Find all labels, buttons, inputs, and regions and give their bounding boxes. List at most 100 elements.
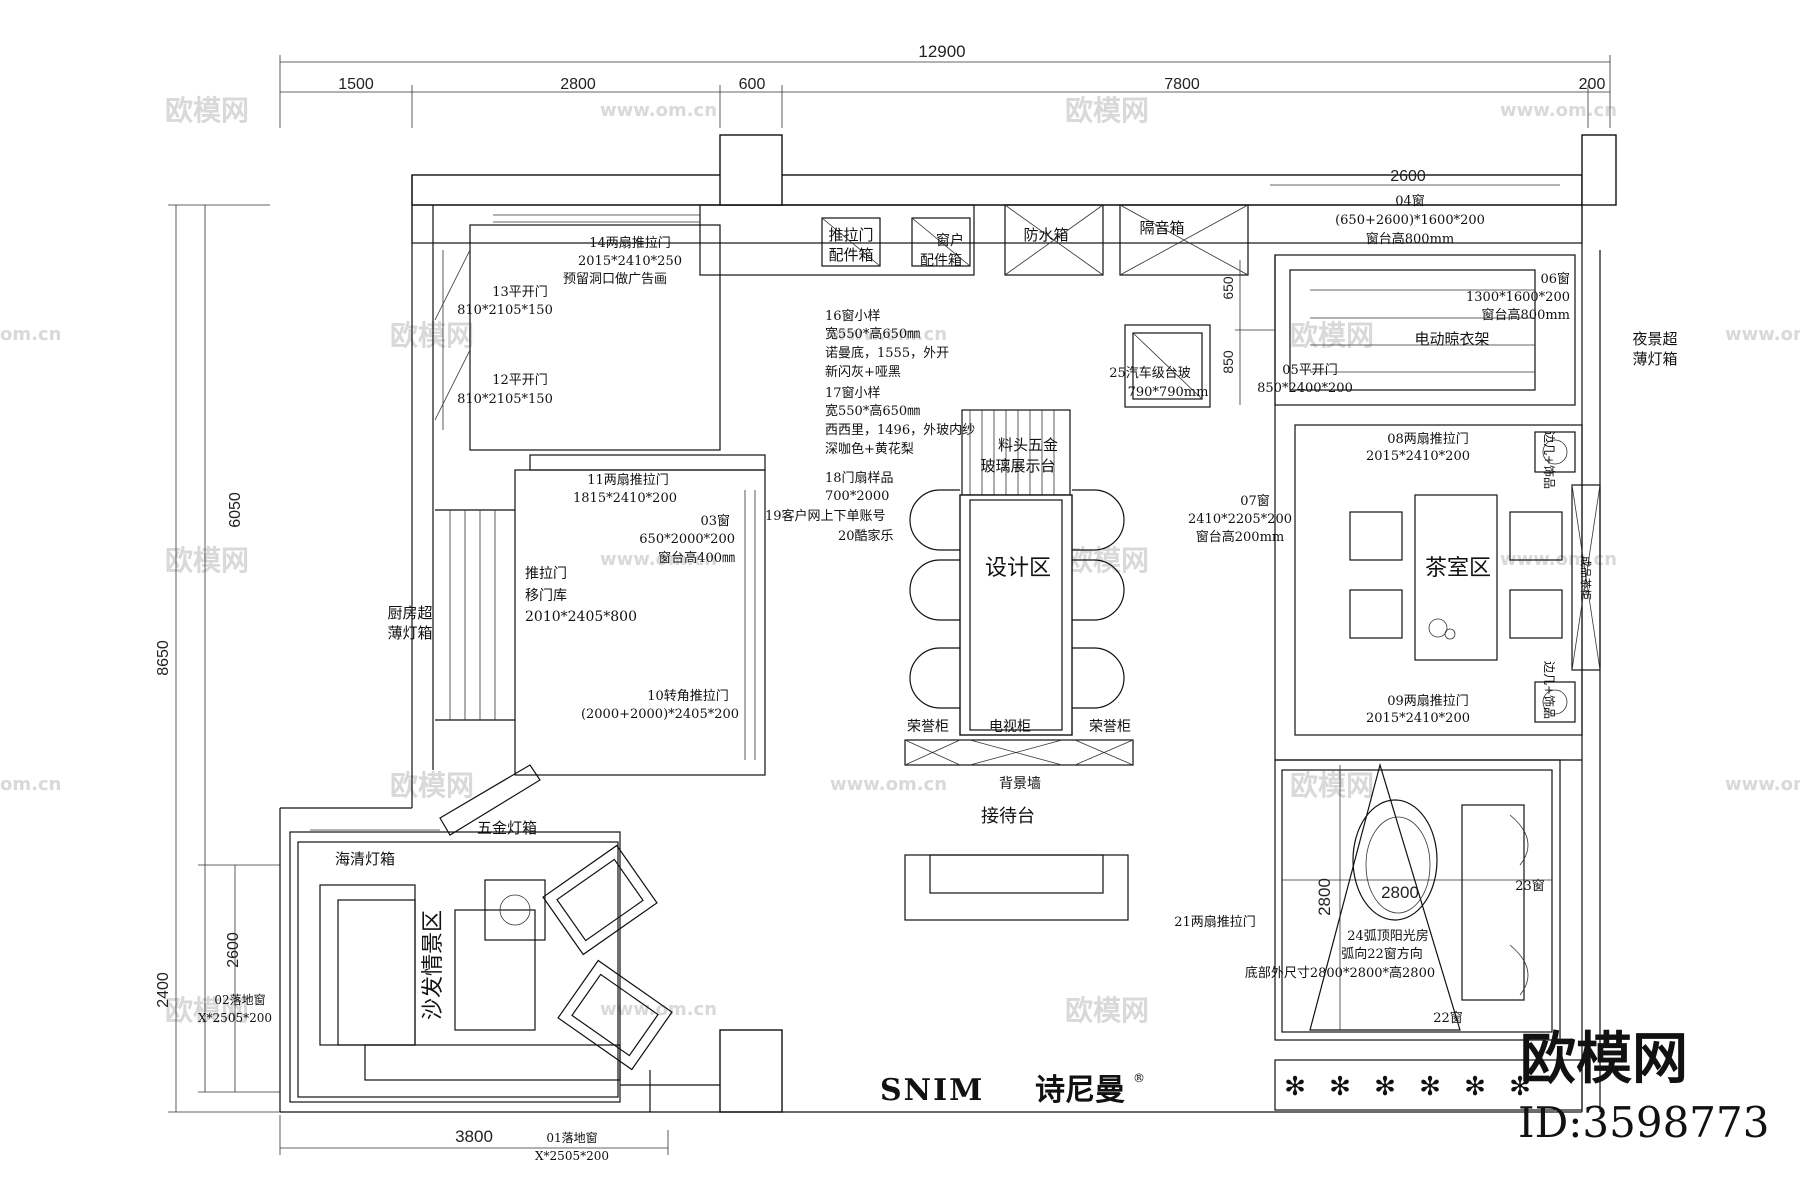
window-16-label: 16窗小样 <box>825 308 881 324</box>
watermark-text: 欧模网 <box>1065 994 1149 1027</box>
dimension-top-5: 200 <box>1579 76 1606 93</box>
sliding-parts-box-label-1: 推拉门 <box>828 226 873 244</box>
window-parts-box-label-2: 配件箱 <box>920 253 962 269</box>
plant-icon: ✻ <box>1374 1072 1396 1102</box>
window-04-label: 04窗 <box>1395 193 1425 209</box>
watermark-url: www.om.cn <box>600 549 717 570</box>
door-09-label: 09两扇推拉门 <box>1387 693 1469 709</box>
drying-balcony: 650 850 06窗 1300*1600*200 窗台高800mm 电动晾衣架… <box>1220 254 1678 406</box>
door-08-label: 08两扇推拉门 <box>1387 431 1469 447</box>
kitchen-lightbox-label-1: 厨房超 <box>387 604 432 622</box>
window-03-label: 03窗 <box>700 513 730 529</box>
watermark-url: www.om.cn <box>1725 324 1800 345</box>
watermark-site: om.cn <box>0 774 61 795</box>
left-dimensions: 8650 6050 2400 2600 <box>155 204 280 1113</box>
soundproof-box-label: 隔音箱 <box>1139 219 1184 237</box>
dimension-window-04: 2600 <box>1390 168 1426 185</box>
dimension-bottom-left: 3800 <box>455 1127 493 1146</box>
door-18-size: 700*2000 <box>825 489 889 504</box>
watermark-url: www.om.cn <box>600 100 717 121</box>
corner-watermark: 欧模网 ID:3598773 <box>1518 1026 1769 1147</box>
plant-strip: ✻ ✻ ✻ ✻ ✻ ✻ <box>1274 1059 1583 1111</box>
honor-cabinet-left-label: 荣誉柜 <box>907 719 949 735</box>
glass-table-25: 25汽车级台玻 790*790mm <box>1109 324 1211 408</box>
sunroom-label: 24弧顶阳光房 <box>1347 928 1429 944</box>
dimension-sunroom-width: 2800 <box>1381 883 1419 902</box>
door-14-note: 预留洞口做广告画 <box>563 272 667 287</box>
door-05-size: 850*2400*200 <box>1257 381 1353 396</box>
door-09-size: 2015*2410*200 <box>1366 711 1470 726</box>
window-16-color: 新闪灰+哑黑 <box>825 364 901 380</box>
window-02-size: X*2505*200 <box>198 1011 272 1025</box>
window-07-sill: 窗台高200mm <box>1196 529 1284 545</box>
watermark-url: www.om.cn <box>830 324 947 345</box>
dimension-left-lower-outer: 2400 <box>155 972 172 1008</box>
window-17-color: 深咖色+黄花梨 <box>825 441 914 457</box>
watermark-url: www.om.cn <box>830 774 947 795</box>
door-13-size: 810*2105*150 <box>457 303 553 318</box>
drying-rack-label: 电动晾衣架 <box>1414 330 1489 348</box>
watermark-text: 欧模网 <box>1290 319 1374 352</box>
window-17-model: 西西里，1496，外玻内纱 <box>825 422 975 438</box>
dimension-650: 650 <box>1220 276 1236 300</box>
watermark-text: 欧模网 <box>1065 94 1149 127</box>
background-wall-label: 背景墙 <box>999 776 1041 792</box>
tea-cabinet-label: 成品茶柜 <box>1579 556 1592 600</box>
honor-cabinet-right-label: 荣誉柜 <box>1089 719 1131 735</box>
window-06-sill: 窗台高800mm <box>1482 307 1570 323</box>
door-10-size: (2000+2000)*2405*200 <box>581 707 739 722</box>
garage-door-label: 推拉门 <box>525 566 567 582</box>
window-01-label: 01落地窗 <box>546 1131 597 1145</box>
watermark-id: ID:3598773 <box>1518 1098 1769 1147</box>
note-20: 20酷家乐 <box>838 528 894 544</box>
watermark-layer: 欧模网 www.om.cn 欧模网 www.om.cn om.cn 欧模网 ww… <box>0 94 1800 1027</box>
watermark-text: 欧模网 <box>1290 769 1374 802</box>
glass-25-size: 790*790mm <box>1128 385 1209 400</box>
note-19: 19客户网上下单账号 <box>765 508 886 524</box>
door-13-label: 13平开门 <box>492 285 548 300</box>
window-06-label: 06窗 <box>1540 271 1570 287</box>
watermark-text: 欧模网 <box>165 544 249 577</box>
window-02-label: 02落地窗 <box>214 993 265 1007</box>
watermark-text: 欧模网 <box>390 769 474 802</box>
door-11-label: 11两扇推拉门 <box>587 472 669 488</box>
window-03-sill: 窗台高400㎜ <box>658 550 735 566</box>
window-16-model: 诺曼底，1555，外开 <box>825 345 949 361</box>
window-03-size: 650*2000*200 <box>639 532 735 547</box>
side-decor-top-label: 边几+饰品 <box>1542 431 1556 489</box>
watermark-logo: 欧模网 <box>1520 1026 1688 1092</box>
display-label-1: 料头五金 <box>998 436 1058 454</box>
design-zone: 料头五金 玻璃展示台 设计区 荣誉柜 电视柜 荣誉柜 背景墙 接待台 <box>904 409 1134 921</box>
garage-door-type: 移门库 <box>525 588 567 604</box>
dimension-total-width: 12900 <box>918 42 965 61</box>
watermark-site: om.cn <box>0 324 61 345</box>
top-dimensions: 12900 1500 2800 600 7800 200 <box>279 42 1611 128</box>
sunroom-direction: 弧向22窗方向 <box>1341 946 1423 962</box>
sunroom-size: 底部外尺寸2800*2800*高2800 <box>1245 965 1435 981</box>
glass-25-label: 25汽车级台玻 <box>1109 365 1191 381</box>
window-01-size: X*2505*200 <box>535 1149 609 1163</box>
display-label-2: 玻璃展示台 <box>980 457 1055 475</box>
door-08-size: 2015*2410*200 <box>1366 449 1470 464</box>
side-decor-bottom-label: 边几+饰品 <box>1542 661 1556 719</box>
dimension-850: 850 <box>1220 350 1236 374</box>
tv-cabinet-label: 电视柜 <box>989 719 1031 735</box>
door-14-label: 14两扇推拉门 <box>589 235 671 251</box>
window-17-label: 17窗小样 <box>825 385 881 401</box>
watermark-text: 欧模网 <box>390 319 474 352</box>
door-10-label: 10转角推拉门 <box>647 689 729 704</box>
plant-icon: ✻ <box>1464 1072 1486 1102</box>
dimension-total-height: 8650 <box>155 640 172 676</box>
window-06-size: 1300*1600*200 <box>1466 290 1570 305</box>
window-16-size: 宽550*高650㎜ <box>825 326 920 342</box>
door-14-size: 2015*2410*250 <box>578 254 682 269</box>
sofa-zone: 五金灯箱 海清灯箱 沙发情景区 02落地窗 X*2505*200 01落地窗 X… <box>198 819 673 1163</box>
reception-label: 接待台 <box>981 806 1035 827</box>
sofa-zone-label: 沙发情景区 <box>421 910 446 1020</box>
door-21-label: 21两扇推拉门 <box>1174 914 1256 930</box>
haiqing-lightbox-label: 海清灯箱 <box>335 850 395 868</box>
left-doors: 14两扇推拉门 2015*2410*250 预留洞口做广告画 13平开门 810… <box>434 214 721 451</box>
watermark-url: www.om.cn <box>1725 774 1800 795</box>
top-cabinet-strip: 推拉门 配件箱 窗户 配件箱 防水箱 隔音箱 <box>411 204 1583 276</box>
